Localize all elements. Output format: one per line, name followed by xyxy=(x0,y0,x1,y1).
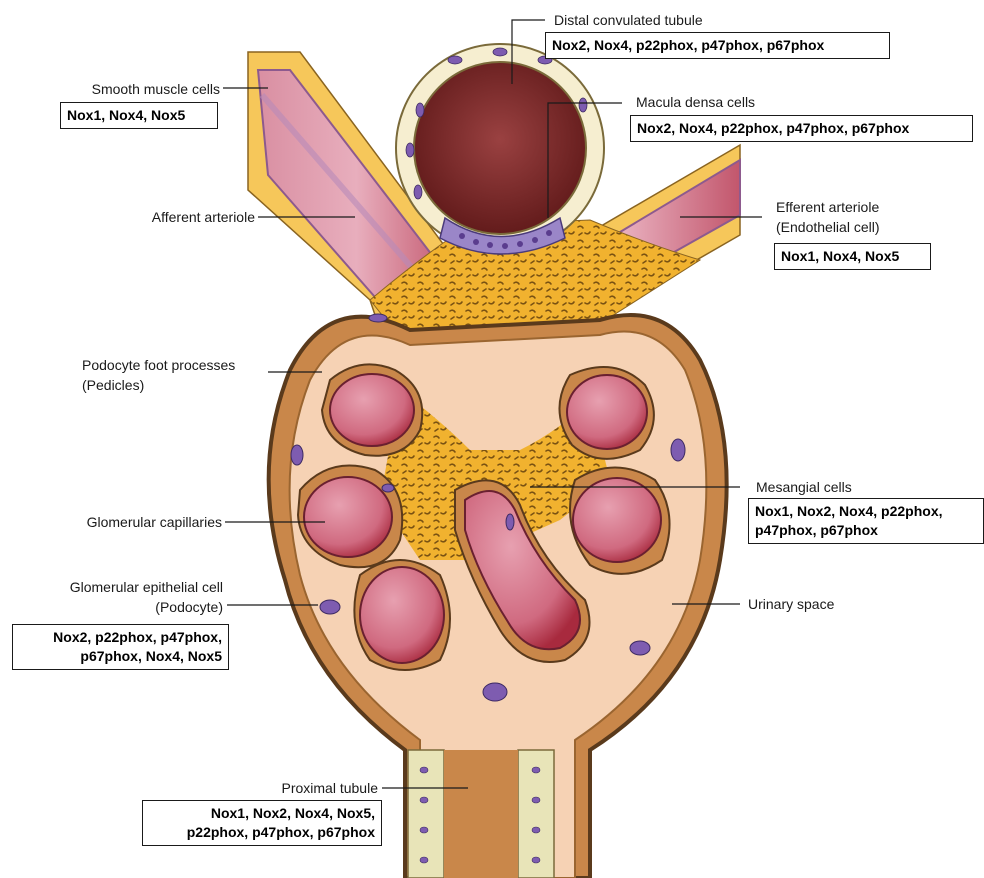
box-proximal-line-1: Nox1, Nox2, Nox4, Nox5, xyxy=(149,804,375,823)
label-smooth-muscle: Smooth muscle cells xyxy=(40,80,220,99)
box-podocyte-line-2: p67phox, Nox4, Nox5 xyxy=(19,647,222,666)
proximal-tubule xyxy=(408,750,554,878)
label-podocyte-foot-processes: Podocyte foot processes xyxy=(82,356,235,375)
box-podocyte: Nox2, p22phox, p47phox, p67phox, Nox4, N… xyxy=(12,624,229,670)
label-glomerular-epithelial-cell: Glomerular epithelial cell xyxy=(20,578,223,597)
box-proximal-line-2: p22phox, p47phox, p67phox xyxy=(149,823,375,842)
box-smooth-muscle: Nox1, Nox4, Nox5 xyxy=(60,102,218,129)
label-proximal-tubule: Proximal tubule xyxy=(220,779,378,798)
label-urinary-space: Urinary space xyxy=(748,595,834,614)
label-macula-densa: Macula densa cells xyxy=(636,93,755,112)
box-distal-convoluted-tubule: Nox2, Nox4, p22phox, p47phox, p67phox xyxy=(545,32,890,59)
capillary-loop xyxy=(354,560,450,670)
box-mesangial-line-2: p47phox, p67phox xyxy=(755,521,977,540)
label-glomerular-capillaries: Glomerular capillaries xyxy=(30,513,222,532)
capillary-loop xyxy=(570,468,670,574)
distal-convoluted-tubule xyxy=(396,44,604,252)
box-podocyte-line-1: Nox2, p22phox, p47phox, xyxy=(19,628,222,647)
box-macula-densa: Nox2, Nox4, p22phox, p47phox, p67phox xyxy=(630,115,973,142)
label-efferent-arteriole: Efferent arteriole xyxy=(776,198,879,217)
box-mesangial-line-1: Nox1, Nox2, Nox4, p22phox, xyxy=(755,502,977,521)
label-distal-convoluted-tubule: Distal convulated tubule xyxy=(554,11,703,30)
label-afferent-arteriole: Afferent arteriole xyxy=(60,208,255,227)
capillary-loop xyxy=(559,367,653,459)
label-podocyte: (Podocyte) xyxy=(20,598,223,617)
label-endothelial-cell: (Endothelial cell) xyxy=(776,218,880,237)
box-proximal-tubule: Nox1, Nox2, Nox4, Nox5, p22phox, p47phox… xyxy=(142,800,382,846)
capillary-loop xyxy=(322,364,422,455)
box-efferent-arteriole: Nox1, Nox4, Nox5 xyxy=(774,243,931,270)
label-pedicles: (Pedicles) xyxy=(82,376,144,395)
label-mesangial-cells: Mesangial cells xyxy=(756,478,852,497)
box-mesangial-cells: Nox1, Nox2, Nox4, p22phox, p47phox, p67p… xyxy=(748,498,984,544)
